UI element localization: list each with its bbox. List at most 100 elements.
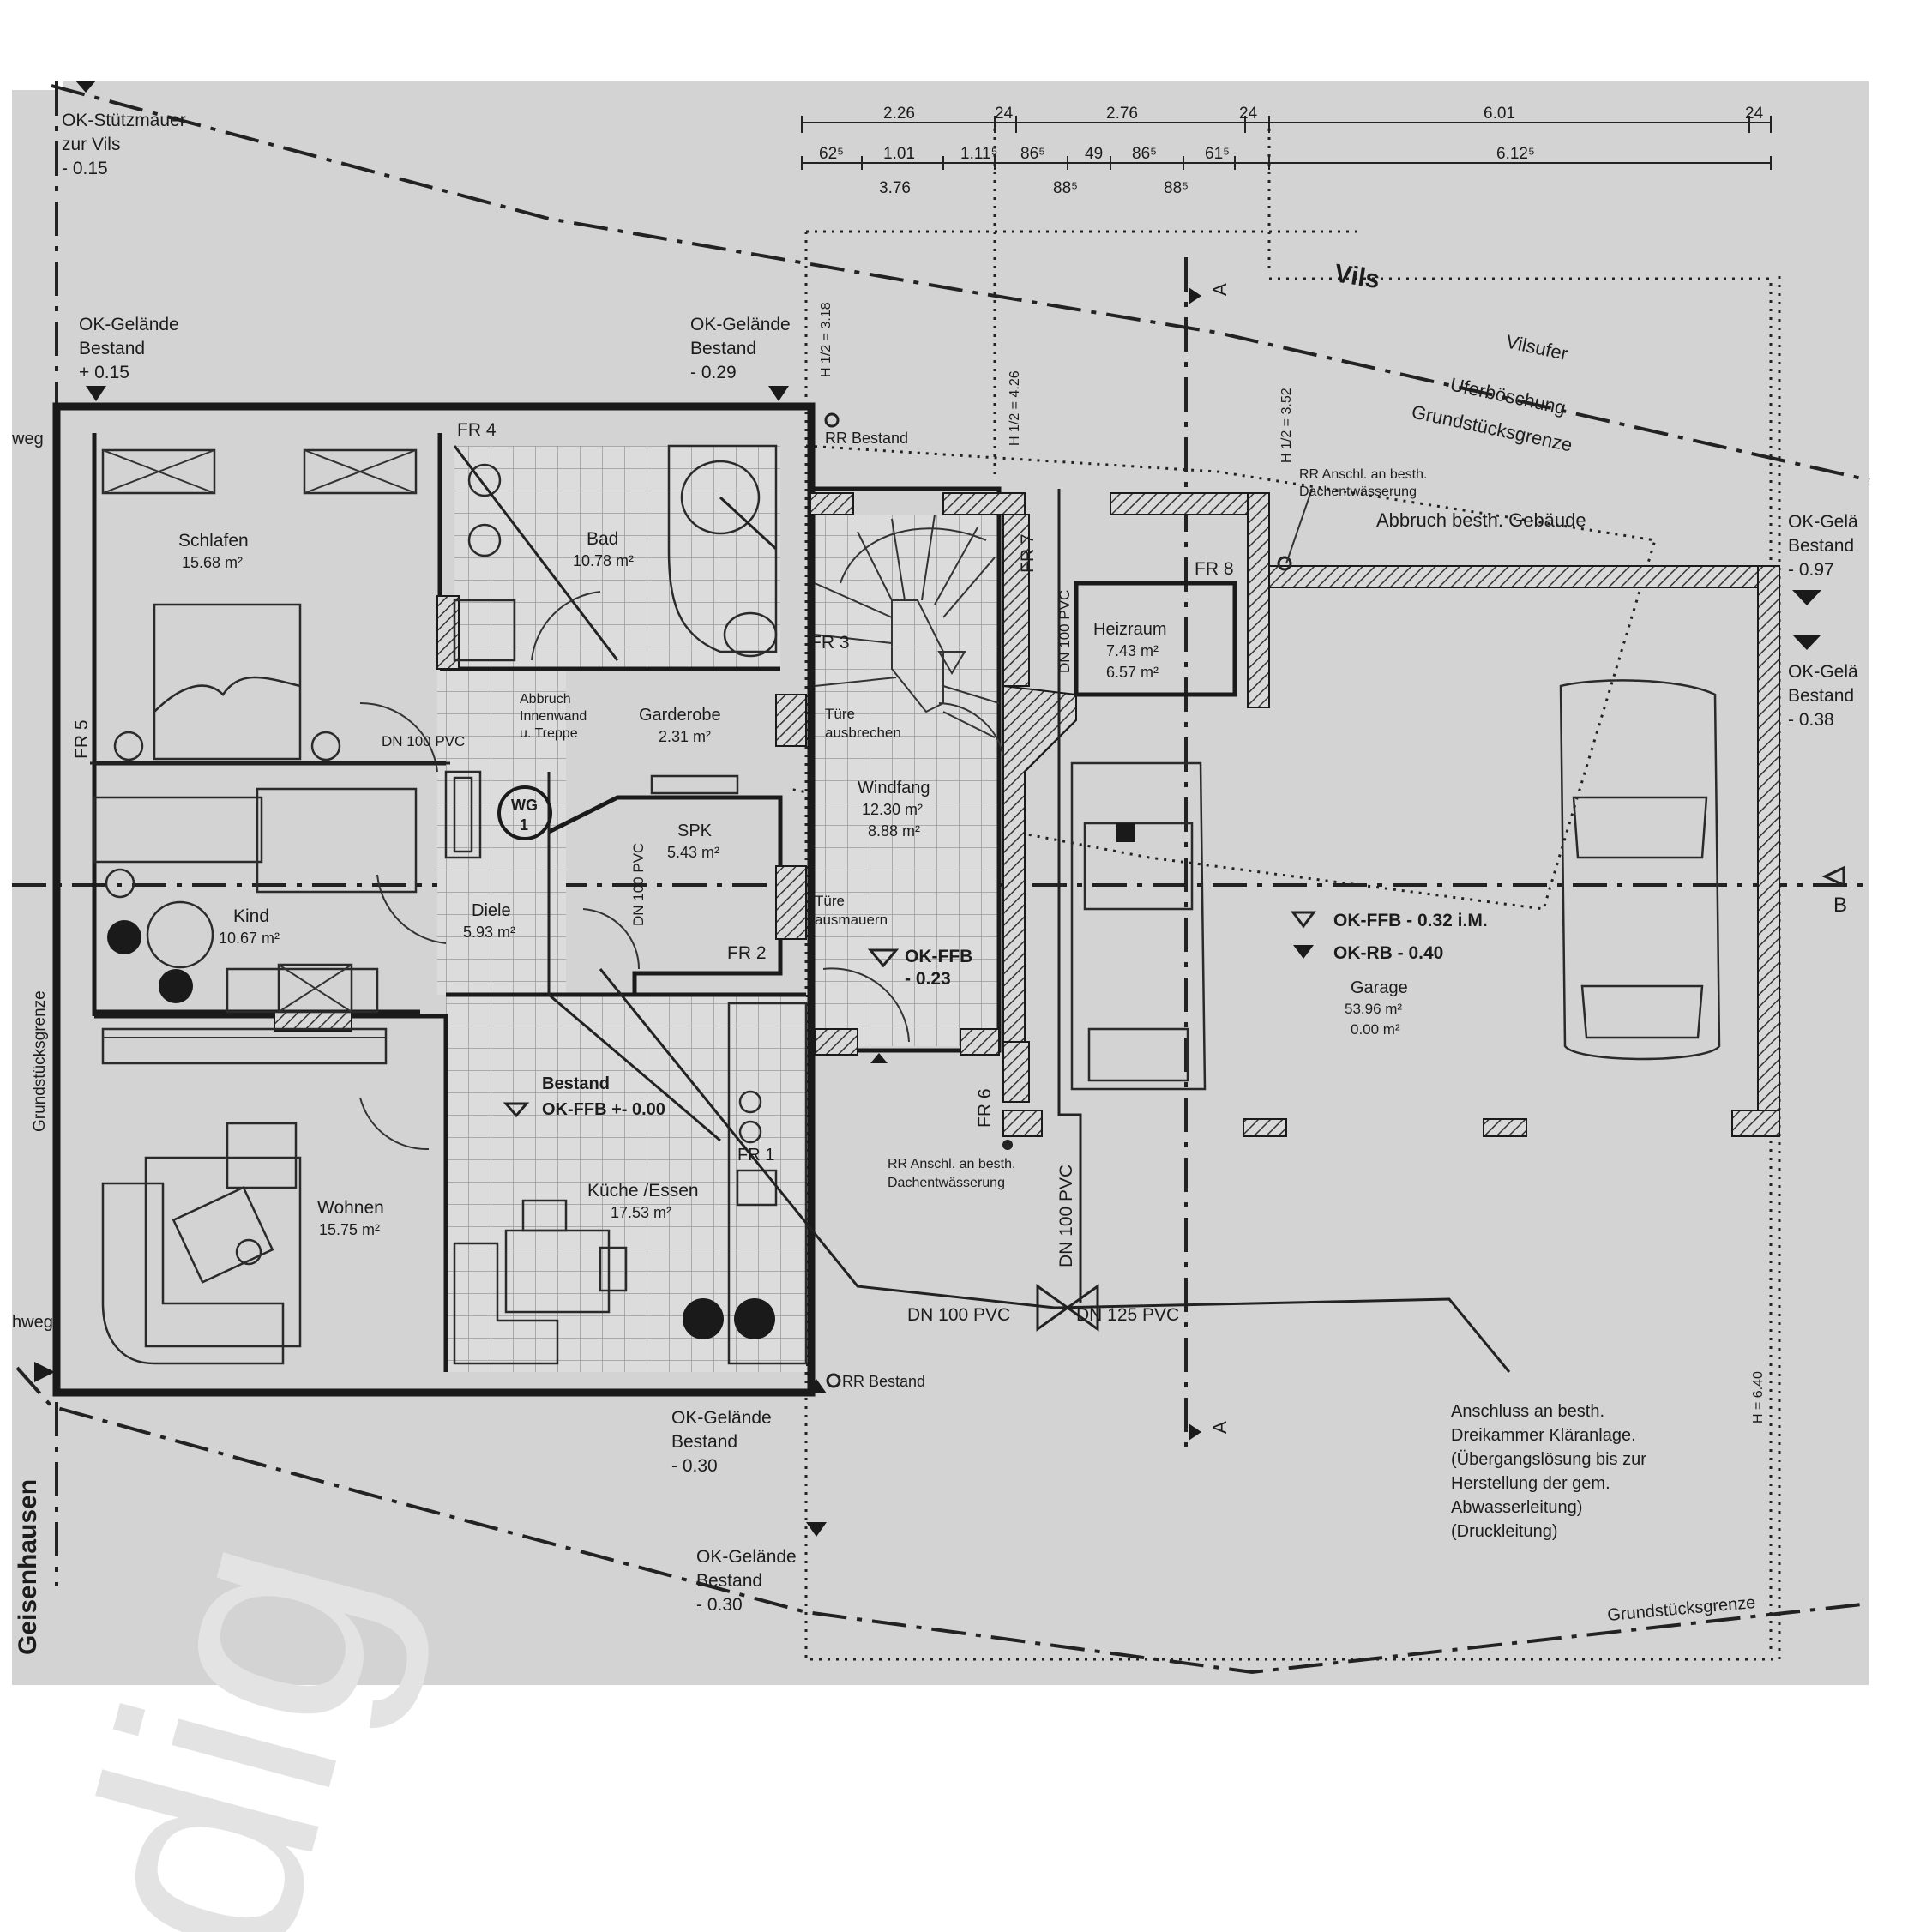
ffb-windfang-line2: - 0.23 [905,969,951,989]
height-label-1: H 1/2 = 3.18 [819,302,834,377]
note-rr-bestand-bottom: RR Bestand [842,1373,925,1390]
house-walls [52,402,1002,1397]
notes: Abbruch Innenwand u. Treppe Türe ausbrec… [382,430,1646,1541]
gelaende-nw-line3: + 0.15 [79,363,129,382]
gelaende-ne1-line2: Bestand [1788,536,1854,556]
note-rr-anschl-top-1: RR Anschl. an besth. [1299,467,1427,482]
note-rr-anschl-bottom-1: RR Anschl. an besth. [888,1157,1015,1171]
gelaende-n-line1: OK-Gelände [690,315,791,334]
section-a-top-label: A [1209,283,1231,296]
gelaende-s2-line2: Bestand [696,1571,762,1591]
dim-third-1: 3.76 [879,179,911,197]
section-b-label: B [1833,894,1847,917]
rb-garage: OK-RB - 0.40 [1333,943,1443,963]
dim-second-5: 49 [1085,145,1103,163]
room-heizraum-area: 7.43 m² [1106,642,1159,659]
window-labels: FR 1 FR 2 FR 3 FR 4 FR 5 FR 6 FR 7 FR 8 [72,420,1234,1165]
note-abbruch-innenwand-3: u. Treppe [520,726,578,741]
note-abbruch-gebaeude: Abbruch besth. Gebäude [1376,509,1586,531]
note-rr-anschl-bottom-2: Dachentwässerung [888,1176,1005,1190]
window-fr6: FR 6 [975,1088,995,1128]
bedroom-furniture [93,448,482,894]
room-bad-name: Bad [587,529,618,549]
gelaende-nw-level: OK-Gelände Bestand + 0.15 [79,315,179,382]
heizraum-walls [1074,581,1237,697]
note-tuere-ausmauern-2: ausmauern [815,912,888,928]
gelaende-nw-line2: Bestand [79,339,145,358]
paper-top-left-white [12,81,63,90]
dimension-labels: 2.26 24 2.76 24 6.01 24 62⁵ 1.01 1.11⁵ 8… [819,105,1764,197]
room-schlafen-area: 15.68 m² [182,554,243,571]
room-kueche-name: Küche /Essen [587,1181,699,1201]
window-fr2: FR 2 [727,943,767,963]
note-klaeranlage-1: Anschluss an besth. [1451,1402,1604,1421]
kitchen-furniture [453,774,808,1365]
dim-third-2: 88⁵ [1053,179,1078,197]
dimension-lines [801,116,1772,170]
dim-second-6: 86⁵ [1132,145,1157,163]
gelaende-s2-level: OK-Gelände Bestand - 0.30 [696,1547,797,1615]
gelaende-n-line3: - 0.29 [690,363,737,382]
room-kind-area: 10.67 m² [219,930,280,947]
room-schlafen-name: Schlafen [178,531,249,551]
gelaende-ne2-line3: - 0.38 [1788,710,1834,730]
ffb-bestand-line2: OK-FFB +- 0.00 [542,1100,665,1119]
height-label-3: H 1/2 = 3.52 [1279,388,1294,463]
dim-third-3: 88⁵ [1164,179,1189,197]
note-tuere-ausbrechen-2: ausbrechen [825,725,901,741]
room-heizraum-name: Heizraum [1093,620,1167,639]
child-room-furniture [105,868,379,1014]
dim-second-3: 1.11⁵ [960,145,997,163]
note-klaeranlage-3: (Übergangslösung bis zur [1451,1450,1646,1469]
room-kueche-area: 17.53 m² [611,1204,671,1221]
place-name-label: Geisenhausen [14,1479,42,1655]
room-garderobe-area: 2.31 m² [659,728,711,745]
section-a-top-marker [1189,287,1201,304]
height-label-4: H = 6.40 [1751,1371,1766,1423]
note-pipe-dn100-a: DN 100 PVC [382,733,465,749]
gelaende-ne2-line1: OK-Gelä [1788,662,1858,682]
gelaende-s2-line1: OK-Gelände [696,1547,797,1567]
room-diele-name: Diele [472,901,511,920]
stuetzmauer-level-line1: OK-Stützmauer [62,111,186,130]
note-rr-bestand-top: RR Bestand [825,430,908,447]
room-windfang-area2: 8.88 m² [868,822,920,840]
dim-top-2: 24 [995,105,1014,123]
ffb-windfang-line1: OK-FFB [905,947,972,966]
garage-cars [1070,679,1721,1091]
room-wohnen-name: Wohnen [317,1198,384,1218]
gelaende-s1-level: OK-Gelände Bestand - 0.30 [671,1408,772,1476]
bathroom-fixtures [453,444,778,662]
room-diele-area: 5.93 m² [463,924,515,941]
height-label-2: H 1/2 = 4.26 [1008,370,1022,446]
gelaende-ne1-line3: - 0.97 [1788,560,1834,580]
dim-top-6: 24 [1745,105,1764,123]
note-klaeranlage-4: Herstellung der gem. [1451,1474,1610,1493]
dim-top-5: 6.01 [1484,105,1515,123]
room-windfang-area: 12.30 m² [862,801,923,818]
note-pipe-dn100-e: DN 100 PVC [907,1305,1010,1325]
note-klaeranlage-6: (Druckleitung) [1451,1522,1557,1541]
note-klaeranlage-5: Abwasserleitung) [1451,1498,1582,1517]
room-garage-area: 53.96 m² [1345,1001,1402,1017]
room-garage-area2: 0.00 m² [1351,1021,1400,1038]
room-garderobe-name: Garderobe [639,706,721,725]
weg-left-bottom-label: hweg [12,1313,53,1332]
window-fr7: FR 7 [1018,533,1038,573]
staircase [814,514,1000,738]
note-abbruch-innenwand-1: Abbruch [520,692,571,707]
gelaende-s1-line1: OK-Gelände [671,1408,772,1428]
note-wg-1: WG [511,797,538,814]
note-pipe-dn125: DN 125 PVC [1076,1305,1179,1325]
height-labels: H 1/2 = 3.18 H 1/2 = 4.26 H 1/2 = 3.52 H… [819,302,1766,1423]
room-wohnen-area: 15.75 m² [319,1221,380,1238]
room-windfang-name: Windfang [858,779,930,797]
grundstucksgrenze-left-label: Grundstücksgrenze [31,990,49,1132]
stuetzmauer-level-line3: - 0.15 [62,159,108,178]
window-fr3: FR 3 [810,633,850,653]
stair-arrow [937,651,966,675]
ffb-garage: OK-FFB - 0.32 i.M. [1333,911,1488,930]
room-spk-name: SPK [677,822,713,840]
room-labels: Schlafen 15.68 m² Bad 10.78 m² Garderobe… [178,529,1408,1238]
note-klaeranlage-2: Dreikammer Kläranlage. [1451,1426,1636,1445]
